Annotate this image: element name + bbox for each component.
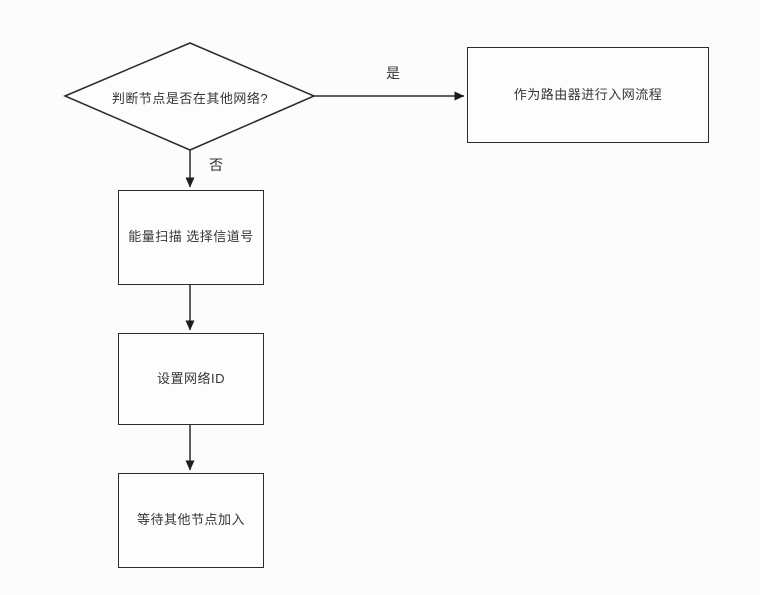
node-energy-scan: 能量扫描 选择信道号	[118, 190, 264, 285]
node-wait-for-nodes: 等待其他节点加入	[118, 473, 264, 568]
edge-label-yes: 是	[386, 65, 400, 81]
edge-label-no: 否	[209, 157, 223, 173]
decision-node-label: 判断节点是否在其他网络?	[111, 91, 269, 106]
node-router-join: 作为路由器进行入网流程	[467, 47, 709, 143]
node-set-network-id: 设置网络ID	[118, 333, 264, 425]
